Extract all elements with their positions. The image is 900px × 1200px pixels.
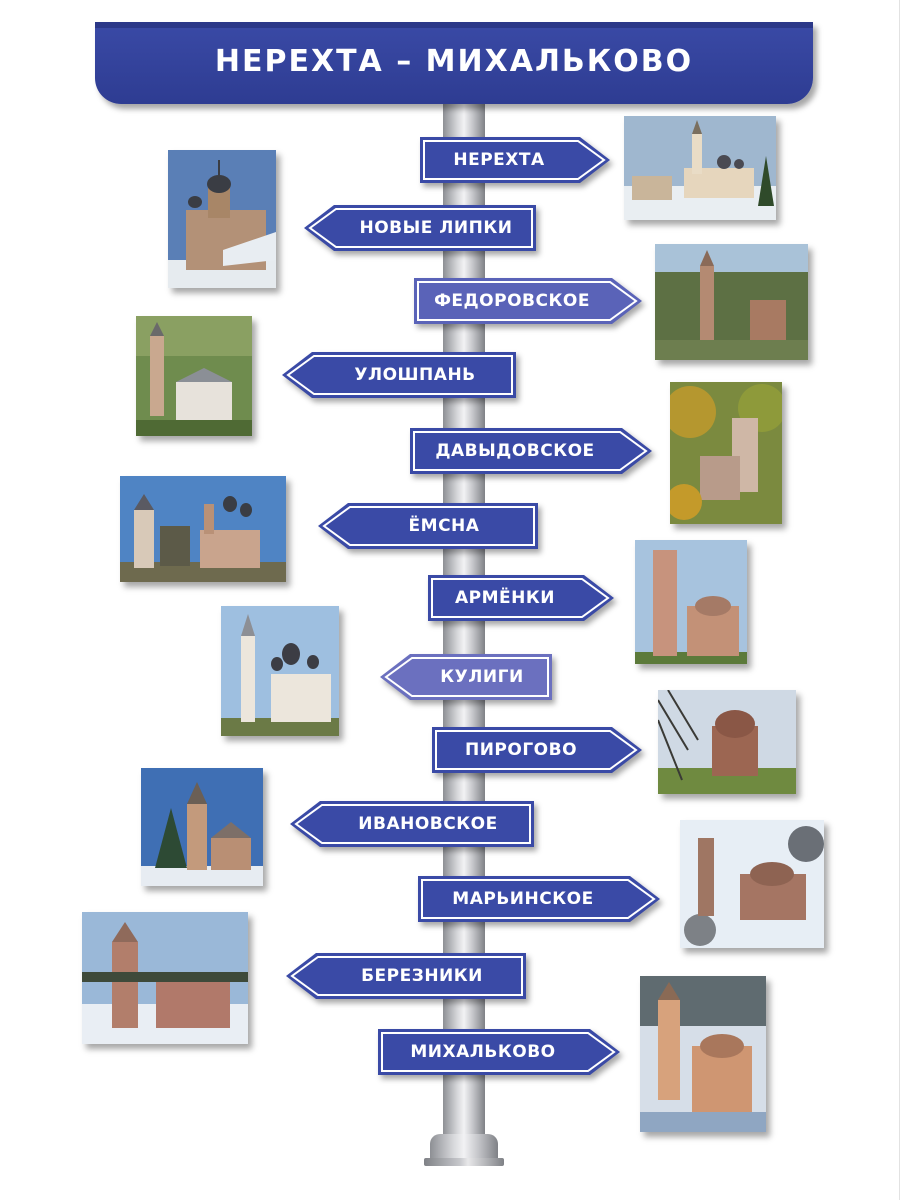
sign-novye-lipki: НОВЫЕ ЛИПКИ [304,205,536,251]
photo-ivanovskoe-church [141,768,263,886]
photo-emsna-church [120,476,286,582]
sign-uloshpan: УЛОШПАНЬ [282,352,516,398]
sign-armenki: АРМЁНКИ [428,575,614,621]
sign-label: ЁМСНА [408,516,480,536]
sign-pirogovo: ПИРОГОВО [432,727,642,773]
photo-marinskoe-ruins [680,820,824,948]
photo-pirogovo-ruins [658,690,796,794]
photo-berezniki-ruins [82,912,248,1044]
photo-fedorovskoe-ruins [655,244,808,360]
sign-marinskoe: МАРЬИНСКОЕ [418,876,660,922]
sign-label: ДАВЫДОВСКОЕ [435,441,595,461]
photo-armenki-church [635,540,747,664]
sign-label: АРМЁНКИ [455,588,555,608]
sign-label: МАРЬИНСКОЕ [452,889,594,909]
sign-emsna: ЁМСНА [318,503,538,549]
sign-fedorovskoe: ФЕДОРОВСКОЕ [414,278,642,324]
sign-nerekhta: НЕРЕХТА [420,137,610,183]
sign-label: ФЕДОРОВСКОЕ [434,291,590,311]
title-sign: НЕРЕХТА – МИХАЛЬКОВО [95,22,813,104]
photo-davydovskoe-ruins [670,382,782,524]
photo-nerekhta-church [624,116,776,220]
sign-label: БЕРЕЗНИКИ [361,966,483,986]
photo-mikhalkovo-church [640,976,766,1132]
signpost-base-plate [424,1158,504,1166]
photo-kuligi-church [221,606,339,736]
sign-davydovskoe: ДАВЫДОВСКОЕ [410,428,652,474]
sign-label: ИВАНОВСКОЕ [358,814,498,834]
sign-label: НОВЫЕ ЛИПКИ [359,218,513,238]
photo-novye-lipki-church [168,150,276,288]
sign-label: НЕРЕХТА [453,150,545,170]
sign-ivanovskoe: ИВАНОВСКОЕ [290,801,534,847]
sign-label: ПИРОГОВО [464,740,578,760]
sign-label: КУЛИГИ [440,667,524,687]
sign-kuligi: КУЛИГИ [380,654,552,700]
photo-uloshpan-church [136,316,252,436]
page-title: НЕРЕХТА – МИХАЛЬКОВО [214,44,694,79]
signpost-base [430,1134,498,1162]
sign-berezniki: БЕРЕЗНИКИ [286,953,526,999]
sign-label: УЛОШПАНЬ [354,365,476,385]
sign-label: МИХАЛЬКОВО [410,1042,556,1062]
sign-mikhalkovo: МИХАЛЬКОВО [378,1029,620,1075]
